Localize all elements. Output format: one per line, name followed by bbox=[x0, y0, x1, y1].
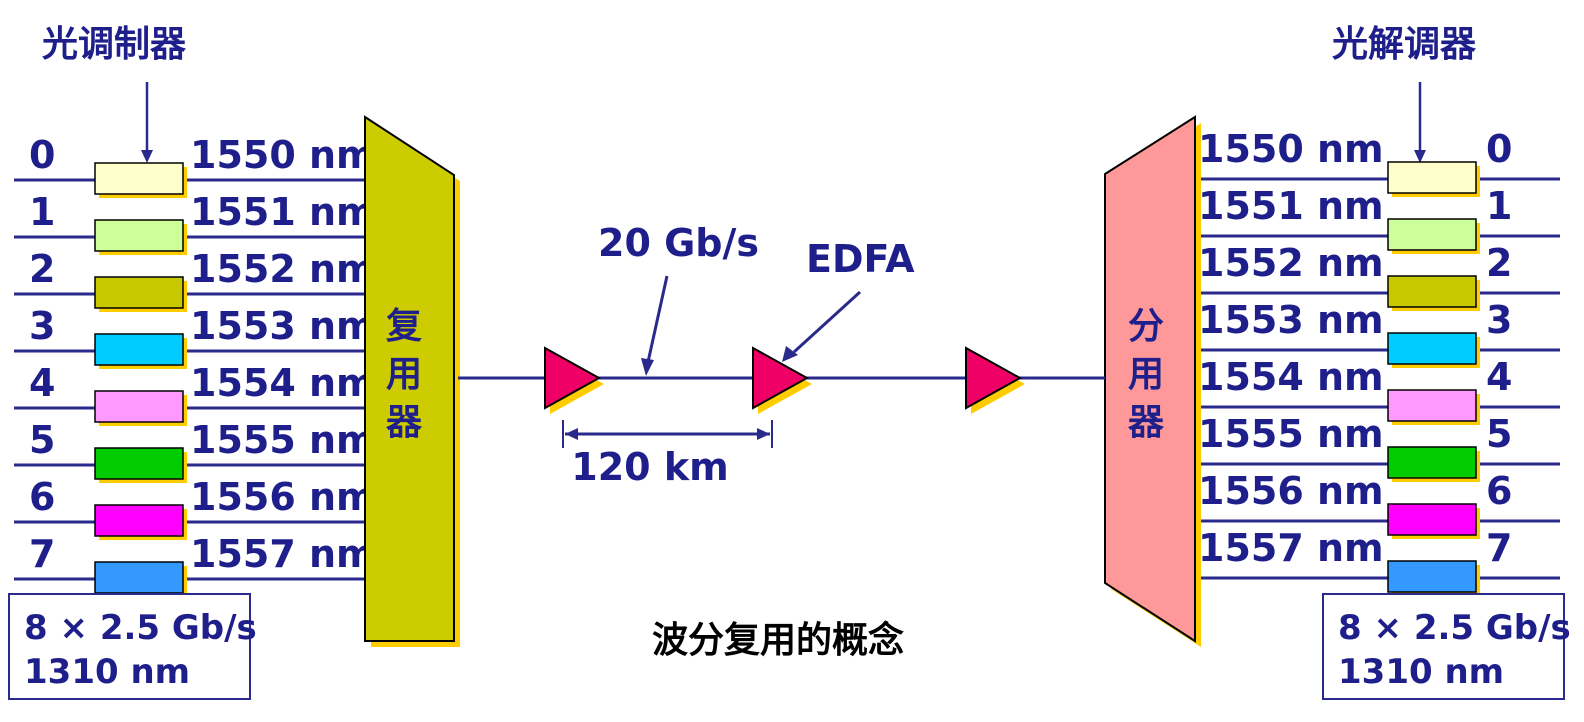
left-modulator-box bbox=[94, 561, 184, 594]
right-channel-index: 2 bbox=[1486, 241, 1512, 285]
left-channel-wavelength: 1554 nm bbox=[190, 361, 376, 405]
right-demodulator-box bbox=[1387, 161, 1477, 194]
left-modulator-box bbox=[94, 219, 184, 252]
right-demodulator-box bbox=[1387, 503, 1477, 536]
bitrate-pointer-head bbox=[641, 358, 654, 376]
left-modulator-box bbox=[94, 162, 184, 195]
demux-char-2: 用 bbox=[1128, 354, 1164, 395]
left-channel-index: 3 bbox=[29, 304, 55, 348]
left-box-line2: 1310 nm bbox=[24, 652, 190, 692]
right-channels: 1550 nm 0 1551 nm 1 1552 nm 2 1553 nm 3 1554 nm 4… bbox=[1195, 127, 1560, 596]
right-demodulator-box bbox=[1387, 446, 1477, 479]
right-demodulator-box bbox=[1387, 389, 1477, 422]
left-channel-wavelength: 1553 nm bbox=[190, 304, 376, 348]
right-demodulator-box bbox=[1387, 275, 1477, 308]
left-channel-index: 2 bbox=[29, 247, 55, 291]
bitrate-pointer bbox=[646, 275, 669, 363]
right-demodulator-box bbox=[1387, 218, 1477, 251]
right-channel-wavelength: 1552 nm bbox=[1198, 241, 1384, 285]
right-channel-wavelength: 1553 nm bbox=[1198, 298, 1384, 342]
left-modulator-box bbox=[94, 447, 184, 480]
demodulator-pointer-head bbox=[1414, 150, 1426, 163]
right-channel-wavelength: 1550 nm bbox=[1198, 127, 1384, 171]
left-modulator-box bbox=[94, 276, 184, 309]
right-box-line2: 1310 nm bbox=[1338, 652, 1504, 692]
edfa-label: EDFA bbox=[806, 237, 915, 281]
left-channel-wavelength: 1550 nm bbox=[190, 133, 376, 177]
modulator-pointer-head bbox=[141, 150, 153, 163]
distance-label: 120 km bbox=[571, 445, 728, 489]
multiplexer bbox=[364, 115, 455, 642]
left-box-line1: 8 × 2.5 Gb/s bbox=[24, 608, 257, 648]
right-channel-index: 5 bbox=[1486, 412, 1512, 456]
right-box-line1: 8 × 2.5 Gb/s bbox=[1338, 608, 1571, 648]
right-channel-wavelength: 1554 nm bbox=[1198, 355, 1384, 399]
left-channel-index: 6 bbox=[29, 475, 55, 519]
right-channel-index: 7 bbox=[1486, 526, 1512, 570]
left-modulator-box bbox=[94, 390, 184, 423]
right-channel-index: 0 bbox=[1486, 127, 1512, 171]
amplifier-2 bbox=[752, 346, 812, 414]
edfa-pointer-head bbox=[782, 346, 798, 362]
left-channel-wavelength: 1557 nm bbox=[190, 532, 376, 576]
mux-char-3: 器 bbox=[386, 402, 423, 443]
left-channels: 0 1550 nm 1 1551 nm 2 1552 nm 3 1553 nm 4 1554 nm… bbox=[14, 133, 376, 597]
left-channel-wavelength: 1555 nm bbox=[190, 418, 376, 462]
left-modulator-box bbox=[94, 333, 184, 366]
diagram-caption: 波分复用的概念 bbox=[652, 619, 904, 661]
right-channel-wavelength: 1557 nm bbox=[1198, 526, 1384, 570]
amplifier-1 bbox=[544, 346, 604, 414]
amplifier-3 bbox=[965, 346, 1025, 414]
left-channel-index: 7 bbox=[29, 532, 55, 576]
right-demodulator-box bbox=[1387, 560, 1477, 593]
right-channel-index: 3 bbox=[1486, 298, 1512, 342]
left-channel-wavelength: 1556 nm bbox=[190, 475, 376, 519]
distance-arrow-left bbox=[565, 428, 578, 440]
left-channel-index: 1 bbox=[29, 190, 55, 234]
right-channel-wavelength: 1556 nm bbox=[1198, 469, 1384, 513]
modulator-label: 光调制器 bbox=[42, 24, 187, 65]
demux-char-3: 器 bbox=[1128, 402, 1165, 443]
left-channel-wavelength: 1551 nm bbox=[190, 190, 376, 234]
right-info-box bbox=[1322, 593, 1565, 700]
mux-char-2: 用 bbox=[386, 354, 422, 395]
left-info-box bbox=[8, 593, 251, 700]
distance-arrow-right bbox=[757, 428, 770, 440]
edfa-pointer bbox=[792, 290, 862, 354]
right-demodulator-box bbox=[1387, 332, 1477, 365]
left-channel-index: 5 bbox=[29, 418, 55, 462]
left-modulator-box bbox=[94, 504, 184, 537]
right-channel-index: 4 bbox=[1486, 355, 1512, 399]
right-channel-index: 1 bbox=[1486, 184, 1512, 228]
left-channel-wavelength: 1552 nm bbox=[190, 247, 376, 291]
right-channel-wavelength: 1555 nm bbox=[1198, 412, 1384, 456]
mux-char-1: 复 bbox=[386, 306, 422, 347]
right-channel-wavelength: 1551 nm bbox=[1198, 184, 1384, 228]
demultiplexer bbox=[1104, 115, 1196, 643]
demux-char-1: 分 bbox=[1128, 306, 1164, 347]
left-channel-index: 4 bbox=[29, 361, 55, 405]
right-channel-index: 6 bbox=[1486, 469, 1512, 513]
bitrate-label: 20 Gb/s bbox=[598, 221, 759, 265]
demodulator-label: 光解调器 bbox=[1332, 24, 1477, 65]
left-channel-index: 0 bbox=[29, 133, 55, 177]
